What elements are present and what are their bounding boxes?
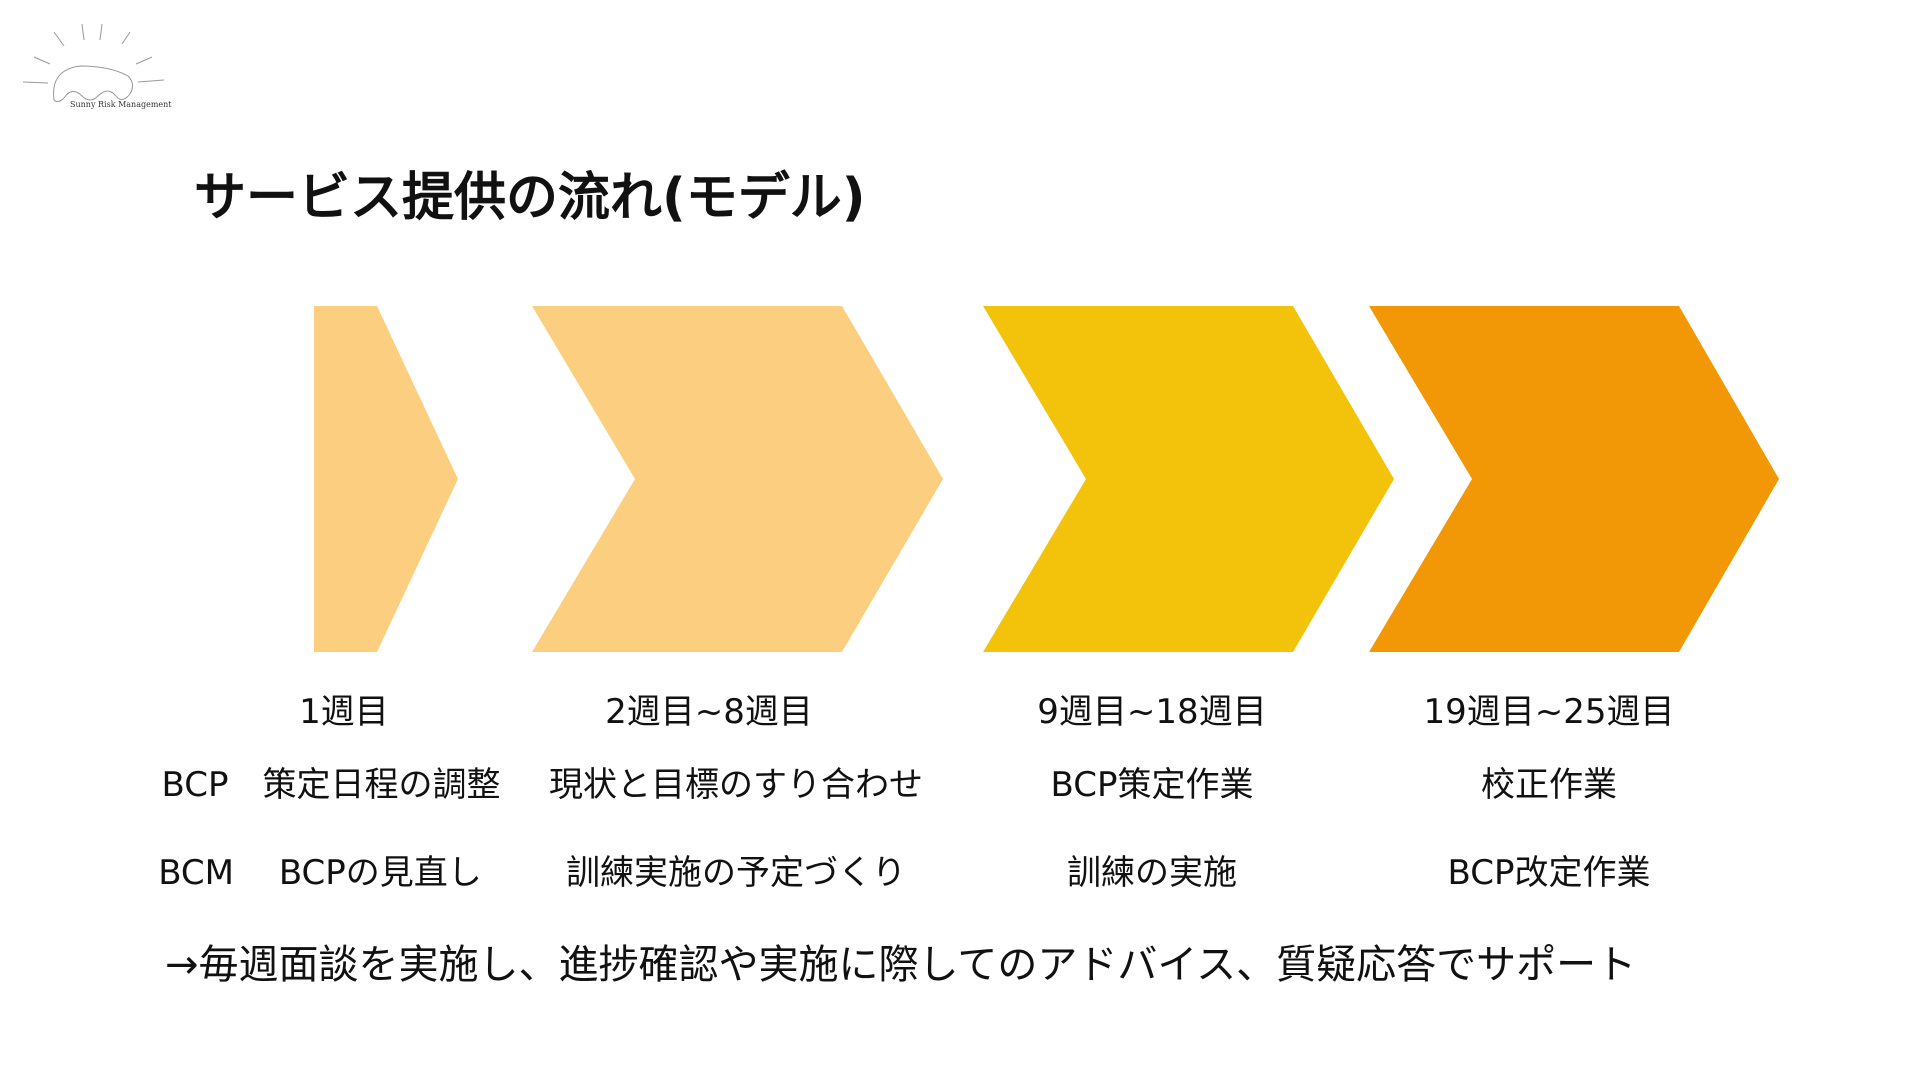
- phase-2-bcm: 訓練実施の予定づくり: [566, 853, 906, 893]
- company-logo: Sunny Risk Management: [18, 22, 172, 117]
- phase-2-chevron: [532, 306, 943, 652]
- logo-text: Sunny Risk Management: [70, 100, 172, 109]
- phase-1-chevron: [314, 306, 458, 652]
- phase-3-bcp: BCP策定作業: [1050, 765, 1254, 805]
- phase-1-bcp: BCP 策定日程の調整: [161, 765, 501, 805]
- phase-2-bcp: 現状と目標のすり合わせ: [549, 765, 923, 805]
- page-title: サービス提供の流れ(モデル): [194, 168, 866, 228]
- phase-4-bcm: BCP改定作業: [1447, 853, 1651, 893]
- phase-2-period: 2週目~8週目: [605, 692, 813, 732]
- phase-1-bcm: BCM BCPの見直し: [158, 853, 482, 893]
- phase-3-chevron: [983, 306, 1394, 652]
- phase-4-bcp: 校正作業: [1481, 765, 1617, 805]
- sun-logo-icon: [22, 23, 165, 103]
- phase-1-period: 1週目: [299, 692, 389, 732]
- phase-4-chevron: [1369, 306, 1779, 652]
- phase-3-period: 9週目~18週目: [1037, 692, 1267, 732]
- support-note: →毎週面談を実施し、進捗確認や実施に際してのアドバイス、質疑応答でサポート: [165, 942, 1637, 988]
- phase-3-bcm: 訓練の実施: [1067, 853, 1237, 893]
- phase-4-period: 19週目~25週目: [1423, 692, 1675, 732]
